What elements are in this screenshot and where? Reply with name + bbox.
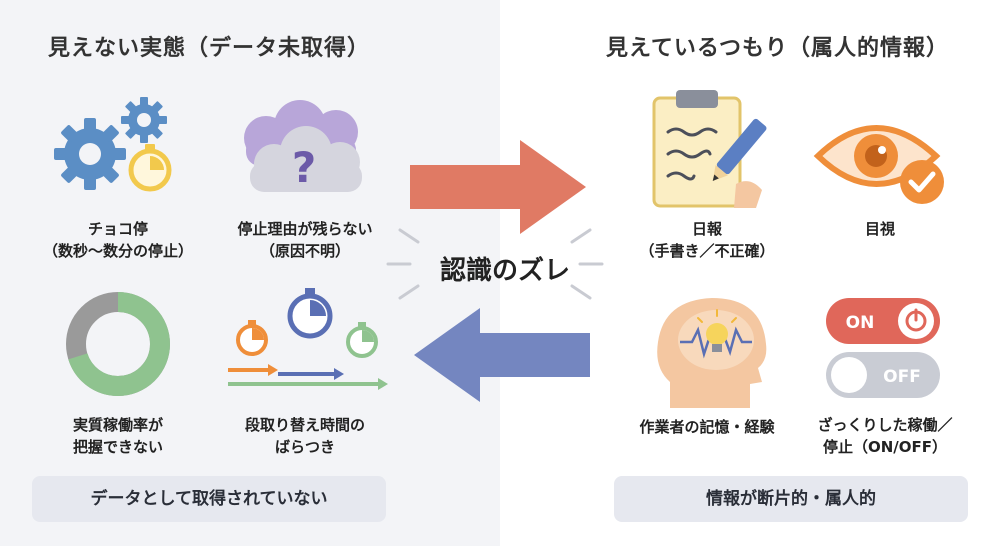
- left-item-4-line2: ばらつき: [274, 438, 335, 456]
- right-item-1-line1: 日報: [691, 220, 722, 238]
- left-item-4-line1: 段取り替え時間の: [244, 416, 365, 434]
- left-item-1-label: チョコ停 （数秒〜数分の停止）: [28, 218, 208, 262]
- right-footer-banner: 情報が断片的・属人的: [614, 476, 968, 522]
- right-item-2-label: 目視: [800, 218, 960, 240]
- right-item-3-label: 作業者の記憶・経験: [612, 416, 802, 438]
- eye-check-icon: [813, 125, 944, 204]
- burst-lines-icon: [386, 228, 604, 300]
- left-arrow-icon: [414, 308, 590, 402]
- right-item-4-label: ざっくりした稼働／ 停止（ON/OFF）: [790, 414, 980, 458]
- question-cloud-icon: ?: [244, 100, 362, 192]
- left-item-1-line1: チョコ停: [87, 220, 148, 238]
- right-arrow-icon: [410, 140, 586, 234]
- right-item-4-line1: ざっくりした稼働／: [817, 416, 953, 434]
- left-item-2-line1: 停止理由が残らない: [237, 220, 373, 238]
- right-panel: [500, 0, 1000, 546]
- right-item-2-line1: 目視: [864, 220, 895, 238]
- right-item-1-line2: （手書き／不正確）: [639, 242, 775, 260]
- left-footer-banner: データとして取得されていない: [32, 476, 386, 522]
- donut-chart-icon: [66, 292, 170, 396]
- left-item-2-label: 停止理由が残らない （原因不明）: [210, 218, 400, 262]
- left-item-2-line2: （原因不明）: [259, 242, 350, 260]
- left-item-3-label: 実質稼働率が 把握できない: [28, 414, 208, 458]
- clipboard-pen-icon: [652, 90, 767, 208]
- svg-text:?: ?: [292, 143, 316, 192]
- toggle-on-text: ON: [846, 313, 875, 333]
- right-item-1-label: 日報 （手書き／不正確）: [612, 218, 802, 262]
- left-item-3-line2: 把握できない: [72, 438, 163, 456]
- left-panel-title: 見えない実態（データ未取得）: [48, 36, 371, 61]
- gears-stopwatch-icon: [54, 97, 172, 192]
- left-item-3-line1: 実質稼働率が: [72, 416, 163, 434]
- toggle-off-text: OFF: [883, 367, 921, 387]
- left-panel: [0, 0, 500, 546]
- left-item-1-line2: （数秒〜数分の停止）: [42, 242, 193, 260]
- on-off-toggles-icon: ON OFF: [826, 298, 940, 398]
- left-item-4-label: 段取り替え時間の ばらつき: [210, 414, 400, 458]
- right-item-3-line1: 作業者の記憶・経験: [639, 418, 775, 436]
- stopwatches-arrows-icon: [228, 288, 388, 390]
- head-lightbulb-icon: [657, 298, 767, 408]
- right-panel-title: 見えているつもり（属人的情報）: [606, 36, 950, 61]
- right-item-4-line2: 停止（ON/OFF）: [822, 438, 948, 456]
- perception-gap-label: 認識のズレ: [439, 256, 570, 286]
